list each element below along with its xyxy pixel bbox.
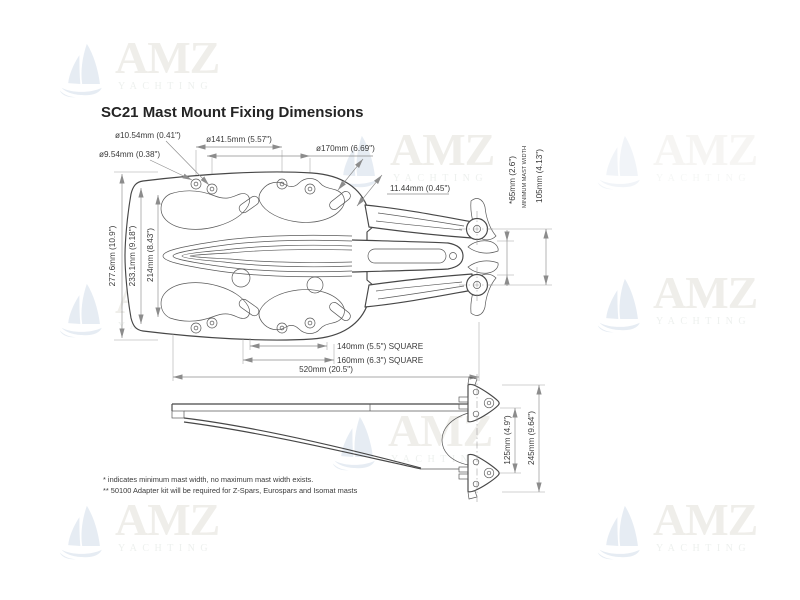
fixing-holes xyxy=(190,178,316,334)
dim-hole-dia-inner: ø9.54mm (0.38") xyxy=(99,150,160,159)
dim-mast-width-note: MINIMUM MAST WIDTH xyxy=(522,146,528,208)
dim-side-overall-height: 245mm (9.64") xyxy=(527,411,536,465)
dim-overall-height: 277.6mm (10.9") xyxy=(108,225,117,286)
dim-square-small: 140mm (5.5") SQUARE xyxy=(337,342,424,351)
side-view: 125mm (4.9") 245mm (9.64") xyxy=(171,374,545,502)
dim-overall-length: 520mm (20.5") xyxy=(299,365,353,374)
dim-inner-height: 214mm (8.43") xyxy=(146,228,155,282)
dim-hole-dia-outer: ø10.54mm (0.41") xyxy=(115,131,181,140)
footnote-adapter-kit: ** 50100 Adapter kit will be required fo… xyxy=(103,486,358,495)
page-title: SC21 Mast Mount Fixing Dimensions xyxy=(101,104,364,121)
dim-mast-width: *65mm (2.6") xyxy=(508,156,517,204)
dim-pivot-spacing: 105mm (4.13") xyxy=(535,149,544,203)
dim-mid-height: 233.1mm (9.18") xyxy=(128,225,137,286)
dim-slot-width: 11.44mm (0.45") xyxy=(390,184,450,193)
dim-bracket-spacing: 125mm (4.9") xyxy=(503,415,512,465)
dim-square-large: 160mm (6.3") SQUARE xyxy=(337,356,424,365)
dim-circle-outer: ø170mm (6.69") xyxy=(316,144,375,153)
footnote-mast-width: * indicates minimum mast width, no maxim… xyxy=(103,475,313,484)
dim-circle-inner: ø141.5mm (5.57") xyxy=(206,135,272,144)
plan-dimensions: 277.6mm (10.9") 233.1mm (9.18") 214mm (8… xyxy=(99,131,552,381)
plan-view xyxy=(124,150,499,341)
